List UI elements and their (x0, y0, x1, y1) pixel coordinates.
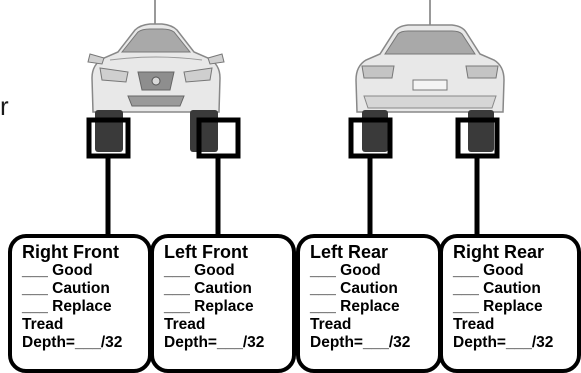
tread-depth-field[interactable]: Depth=___/32 (22, 334, 123, 351)
tread-depth-field[interactable]: Depth=___/32 (310, 334, 411, 351)
right-front-tire-card: Right Front ___ Good ___ Caution ___ Rep… (8, 234, 152, 373)
caution-option[interactable]: ___ Caution (164, 280, 252, 297)
replace-option[interactable]: ___ Replace (22, 298, 112, 315)
left-rear-tire-card: Left Rear ___ Good ___ Caution ___ Repla… (296, 234, 442, 373)
good-option[interactable]: ___ Good (164, 262, 235, 279)
tread-depth-field[interactable]: Depth=___/32 (164, 334, 265, 351)
caution-option[interactable]: ___ Caution (310, 280, 398, 297)
caution-option[interactable]: ___ Caution (453, 280, 541, 297)
card-title: Right Rear (453, 242, 545, 262)
tread-label: Tread (453, 316, 495, 333)
rear-car-illustration (355, 0, 505, 152)
tread-label: Tread (22, 316, 64, 333)
cropped-side-text: r (0, 91, 9, 121)
card-title: Left Front (164, 242, 248, 262)
replace-option[interactable]: ___ Replace (164, 298, 254, 315)
tread-label: Tread (164, 316, 206, 333)
caution-option[interactable]: ___ Caution (22, 280, 110, 297)
right-rear-tire-card: Right Rear ___ Good ___ Caution ___ Repl… (439, 234, 581, 373)
card-title: Left Rear (310, 242, 389, 262)
replace-option[interactable]: ___ Replace (453, 298, 543, 315)
left-front-tire-card: Left Front ___ Good ___ Caution ___ Repl… (150, 234, 296, 373)
good-option[interactable]: ___ Good (22, 262, 93, 279)
tread-depth-field[interactable]: Depth=___/32 (453, 334, 554, 351)
good-option[interactable]: ___ Good (310, 262, 381, 279)
front-car-illustration (87, 0, 225, 152)
good-option[interactable]: ___ Good (453, 262, 524, 279)
replace-option[interactable]: ___ Replace (310, 298, 400, 315)
tread-label: Tread (310, 316, 352, 333)
card-title: Right Front (22, 242, 119, 262)
